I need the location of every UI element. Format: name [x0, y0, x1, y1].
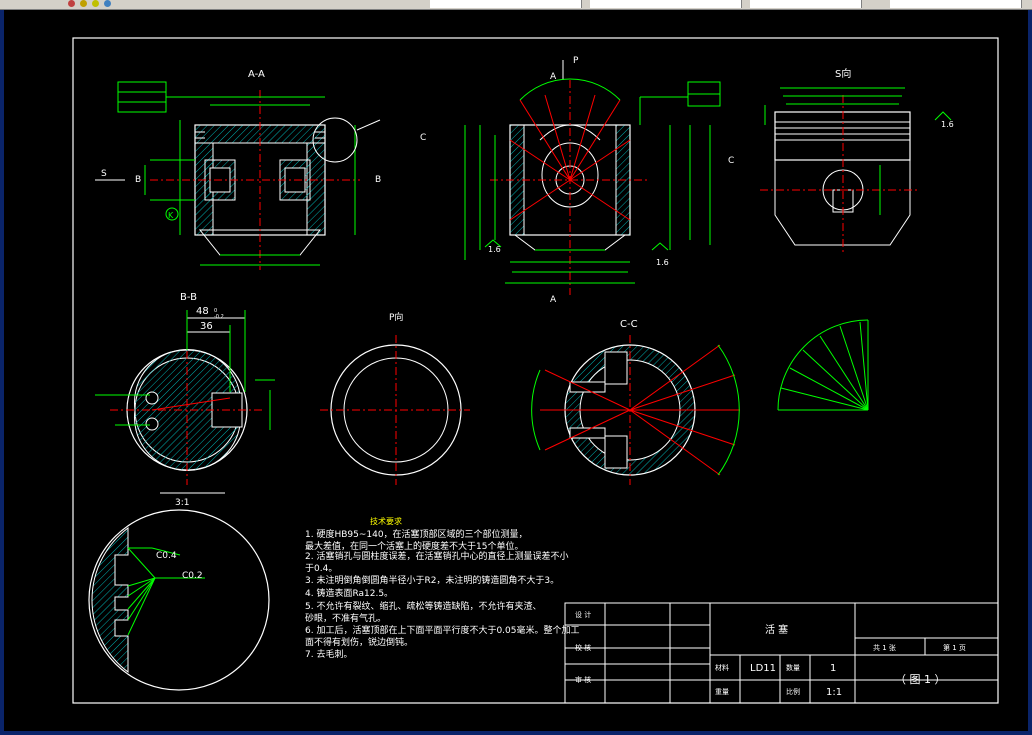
section-cc-label: C-C	[620, 319, 638, 330]
detail-scale-label: 3:1	[175, 498, 189, 508]
tb-qty-label: 数量	[786, 663, 800, 672]
roughness-mark-3: 1.6	[941, 120, 954, 129]
dim-c02: C0.2	[182, 571, 203, 581]
marker-k: K	[168, 211, 174, 220]
drawing-frame	[72, 37, 999, 704]
tb-design: 设 计	[575, 610, 591, 619]
p-view-label: P向	[389, 311, 403, 323]
section-aa-view: A-A K S B B	[95, 69, 381, 270]
application-toolbar	[0, 0, 1032, 10]
toolbar-dropdown-3[interactable]	[750, 0, 862, 8]
tb-total-sheets: 共 1 张	[873, 643, 896, 652]
tb-check: 校 核	[575, 643, 591, 652]
window-border-left	[0, 10, 4, 735]
tb-scale: 1:1	[826, 687, 842, 698]
tech-req-item-6: 6. 加工后，活塞顶部在上下面平面平行度不大于0.05毫米。整个加工	[305, 624, 580, 636]
tb-scale-label: 比例	[786, 687, 800, 696]
tb-sheet-no: 第 1 页	[943, 643, 966, 652]
toolbar-dropdown-2[interactable]	[590, 0, 742, 8]
tb-qty: 1	[830, 663, 836, 674]
marker-c-right: C	[728, 156, 734, 166]
roughness-mark-1: 1.6	[488, 245, 501, 254]
technical-requirements: 技术要求 1. 硬度HB95~140，在活塞顶部区域的三个部位测量， 最大差值，…	[305, 516, 580, 660]
tech-req-item-4: 4. 铸造表面Ra12.5。	[305, 587, 393, 599]
toolbar-icon-2[interactable]	[80, 0, 87, 7]
tech-req-item-3: 3. 未注明倒角倒圆角半径小于R2，未注明的铸造圆角不大于3。	[305, 574, 559, 586]
section-aa-label: A-A	[248, 69, 265, 80]
front-view: A P A C C	[420, 56, 734, 305]
marker-c-left: C	[420, 133, 426, 143]
angle-fan-detail	[777, 319, 869, 411]
toolbar-icon-3[interactable]	[92, 0, 99, 7]
tb-material-label: 材料	[715, 663, 729, 672]
marker-p: P	[573, 56, 579, 66]
toolbar-icon-1[interactable]	[68, 0, 75, 7]
tech-req-item-2b: 于0.4。	[305, 563, 337, 574]
cad-drawing-canvas[interactable]: A-A K S B B	[4, 10, 1028, 731]
title-block	[564, 602, 999, 704]
svg-text:-0.2: -0.2	[214, 314, 224, 320]
dim-c04: C0.4	[156, 551, 177, 561]
s-view: S向 1.6	[760, 67, 954, 255]
toolbar-dropdown-1[interactable]	[430, 0, 582, 8]
tb-part-name: 活 塞	[765, 623, 788, 636]
tech-req-item-5: 5. 不允许有裂纹、缩孔、疏松等铸造缺陷，不允许有夹渣、	[305, 600, 541, 612]
roughness-mark-2: 1.6	[656, 258, 669, 267]
toolbar-icon-4[interactable]	[104, 0, 111, 7]
tech-req-item-5b: 砂眼，不准有气孔。	[305, 612, 386, 624]
dim-48-tol: 0	[214, 308, 217, 314]
tb-material: LD11	[750, 663, 776, 674]
tb-weight-label: 重量	[715, 688, 729, 696]
section-cc-view: C-C	[531, 319, 740, 485]
tb-approve: 审 核	[575, 675, 591, 684]
tech-req-title: 技术要求	[370, 516, 402, 526]
tech-req-item-1b: 最大差值，在同一个活塞上的硬度差不大于15个单位。	[305, 540, 523, 552]
marker-s-aa: S	[101, 169, 107, 179]
marker-a-bottom: A	[550, 295, 557, 305]
marker-b-left: B	[135, 175, 141, 185]
s-view-label: S向	[835, 67, 851, 80]
toolbar-dropdown-4[interactable]	[890, 0, 1022, 8]
section-bb-label: B-B	[180, 292, 197, 303]
section-bb-view: B-B 48 0 -0.2 36 3:1	[95, 292, 275, 508]
dim-36: 36	[200, 321, 213, 332]
tech-req-item-7: 7. 去毛刺。	[305, 648, 352, 660]
p-view: P向	[320, 311, 470, 485]
marker-a-top: A	[550, 72, 557, 82]
marker-b-right: B	[375, 175, 381, 185]
window-border-bottom	[0, 731, 1032, 735]
window-border-right	[1028, 10, 1032, 735]
detail-3-1-view: C0.4 C0.2	[88, 509, 270, 691]
tech-req-item-1: 1. 硬度HB95~140，在活塞顶部区域的三个部位测量，	[305, 528, 528, 540]
dim-48: 48	[196, 306, 209, 317]
tb-drawing-no: （ 图 1 ）	[895, 673, 946, 686]
tech-req-item-6b: 面不得有划伤，锐边倒钝。	[305, 636, 413, 648]
tech-req-item-2: 2. 活塞销孔与圆柱度误差，在活塞销孔中心的直径上测量误差不小	[305, 550, 568, 562]
